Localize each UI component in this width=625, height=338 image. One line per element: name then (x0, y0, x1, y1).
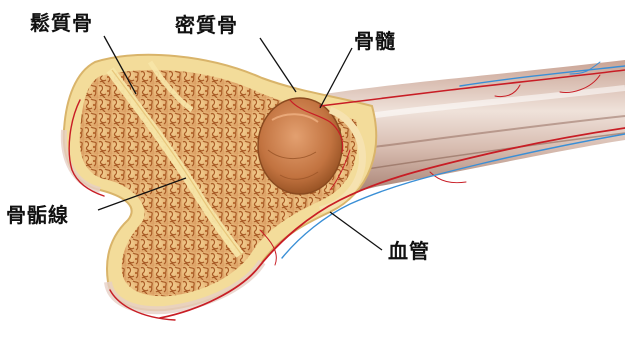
label-epiphyseal-line: 骨骺線 (6, 204, 69, 226)
leader-blood-vessel (330, 212, 382, 250)
label-bone-marrow: 骨髓 (354, 30, 396, 52)
label-compact-bone: 密質骨 (175, 14, 238, 36)
label-blood-vessel: 血管 (388, 240, 430, 262)
label-spongy-bone: 鬆質骨 (30, 12, 93, 34)
